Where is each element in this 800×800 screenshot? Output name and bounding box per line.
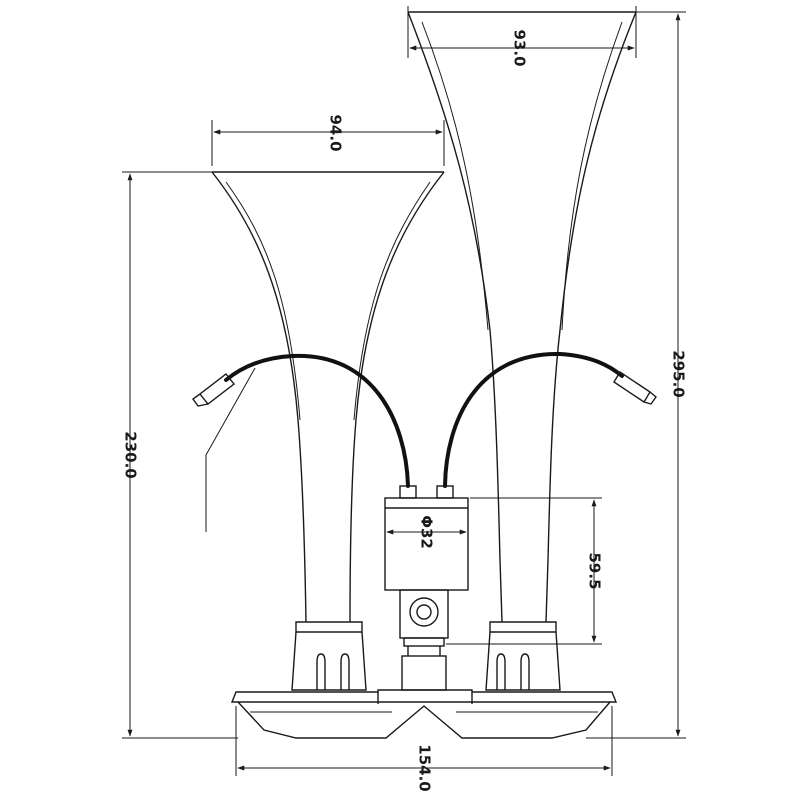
dim-solenoid-height: 59.5 (446, 497, 604, 645)
dim-large-bell-width: 93.0 (407, 6, 637, 67)
leader-line (205, 367, 256, 532)
cable-left (192, 353, 410, 488)
cable-right (443, 351, 657, 488)
dim-base-width: 154.0 (235, 706, 613, 792)
small-horn-socket (291, 621, 367, 691)
dim-label-solenoid-height: 59.5 (586, 552, 604, 589)
base-plate (230, 689, 618, 739)
dim-small-height: 230.0 (122, 171, 238, 739)
dim-label-large-bell: 93.0 (511, 29, 529, 66)
large-horn (407, 11, 637, 623)
dim-label-small-height: 230.0 (122, 431, 140, 478)
dim-large-height: 295.0 (586, 11, 688, 739)
dim-label-base-width: 154.0 (416, 744, 434, 791)
dim-label-small-bell: 94.0 (327, 114, 345, 151)
large-horn-socket (485, 621, 561, 691)
small-horn (211, 171, 445, 623)
dim-solenoid-diameter: Φ32 (386, 515, 467, 549)
dim-label-large-height: 295.0 (670, 350, 688, 397)
dim-small-bell-width: 94.0 (211, 114, 445, 166)
dim-label-solenoid-diameter: Φ32 (418, 515, 436, 549)
